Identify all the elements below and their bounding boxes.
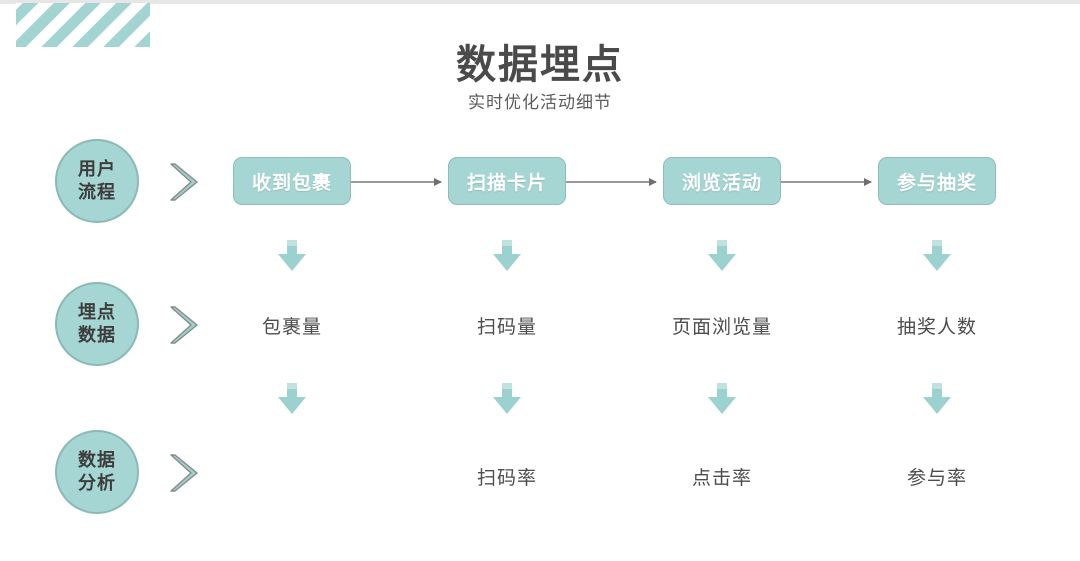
flow-step-label: 收到包裹	[251, 172, 332, 194]
arrow-down-icon	[922, 383, 952, 415]
lane-user-flow: 用户 流程	[55, 139, 255, 235]
lane-label-line1: 数据	[78, 450, 116, 470]
tracking-metric-label: 包裹量	[261, 317, 322, 338]
flow-step-2[interactable]: 扫描卡片	[448, 157, 566, 205]
chevron-right-icon	[167, 452, 201, 494]
flow-step-label: 浏览活动	[681, 172, 762, 194]
arrow-down-icon	[922, 240, 952, 272]
arrow-down-icon	[492, 383, 522, 415]
arrow-down-icon	[277, 240, 307, 272]
analysis-metric-3: 点击率	[632, 463, 812, 490]
flow-step-label: 参与抽奖	[896, 172, 977, 194]
arrow-down-icon	[707, 240, 737, 272]
connector-step3-step4	[781, 178, 872, 186]
tracking-metric-3: 页面浏览量	[632, 312, 812, 339]
analysis-metric-2: 扫码率	[417, 463, 597, 490]
tracking-metric-4: 抽奖人数	[847, 312, 1027, 339]
lane-label-line2: 分析	[78, 473, 116, 493]
analysis-metric-label: 扫码率	[476, 468, 537, 489]
chevron-right-icon	[167, 304, 201, 346]
lane-data-analysis: 数据 分析	[55, 430, 255, 526]
analysis-metric-4: 参与率	[847, 463, 1027, 490]
lane-label-line1: 埋点	[78, 302, 116, 322]
arrow-down-icon	[492, 240, 522, 272]
lane-label-line1: 用户	[78, 159, 116, 179]
flow-step-1[interactable]: 收到包裹	[233, 157, 351, 205]
analysis-metric-label: 参与率	[906, 468, 967, 489]
tracking-metric-label: 页面浏览量	[671, 317, 772, 338]
tracking-metric-2: 扫码量	[417, 312, 597, 339]
lane-badge-tracking-data[interactable]: 埋点 数据	[55, 282, 139, 366]
lane-badge-user-flow[interactable]: 用户 流程	[55, 139, 139, 223]
diagonal-stripe-decoration	[16, 3, 150, 47]
arrow-down-icon	[707, 383, 737, 415]
flow-step-3[interactable]: 浏览活动	[663, 157, 781, 205]
lane-label-line2: 数据	[78, 325, 116, 345]
chevron-right-icon	[167, 161, 201, 203]
connector-step2-step3	[566, 178, 657, 186]
flow-step-label: 扫描卡片	[466, 172, 547, 194]
lane-label-line2: 流程	[78, 182, 116, 202]
analysis-metric-label: 点击率	[691, 468, 752, 489]
page-subtitle: 实时优化活动细节	[468, 93, 612, 112]
arrow-down-icon	[277, 383, 307, 415]
lane-tracking-data: 埋点 数据	[55, 282, 255, 378]
top-chrome-strip	[0, 0, 1080, 4]
connector-step1-step2	[351, 178, 442, 186]
lane-badge-data-analysis[interactable]: 数据 分析	[55, 430, 139, 514]
tracking-metric-1: 包裹量	[202, 312, 382, 339]
tracking-metric-label: 扫码量	[476, 317, 537, 338]
flow-step-4[interactable]: 参与抽奖	[878, 157, 996, 205]
page-title: 数据埋点	[456, 43, 624, 87]
tracking-metric-label: 抽奖人数	[896, 317, 977, 338]
